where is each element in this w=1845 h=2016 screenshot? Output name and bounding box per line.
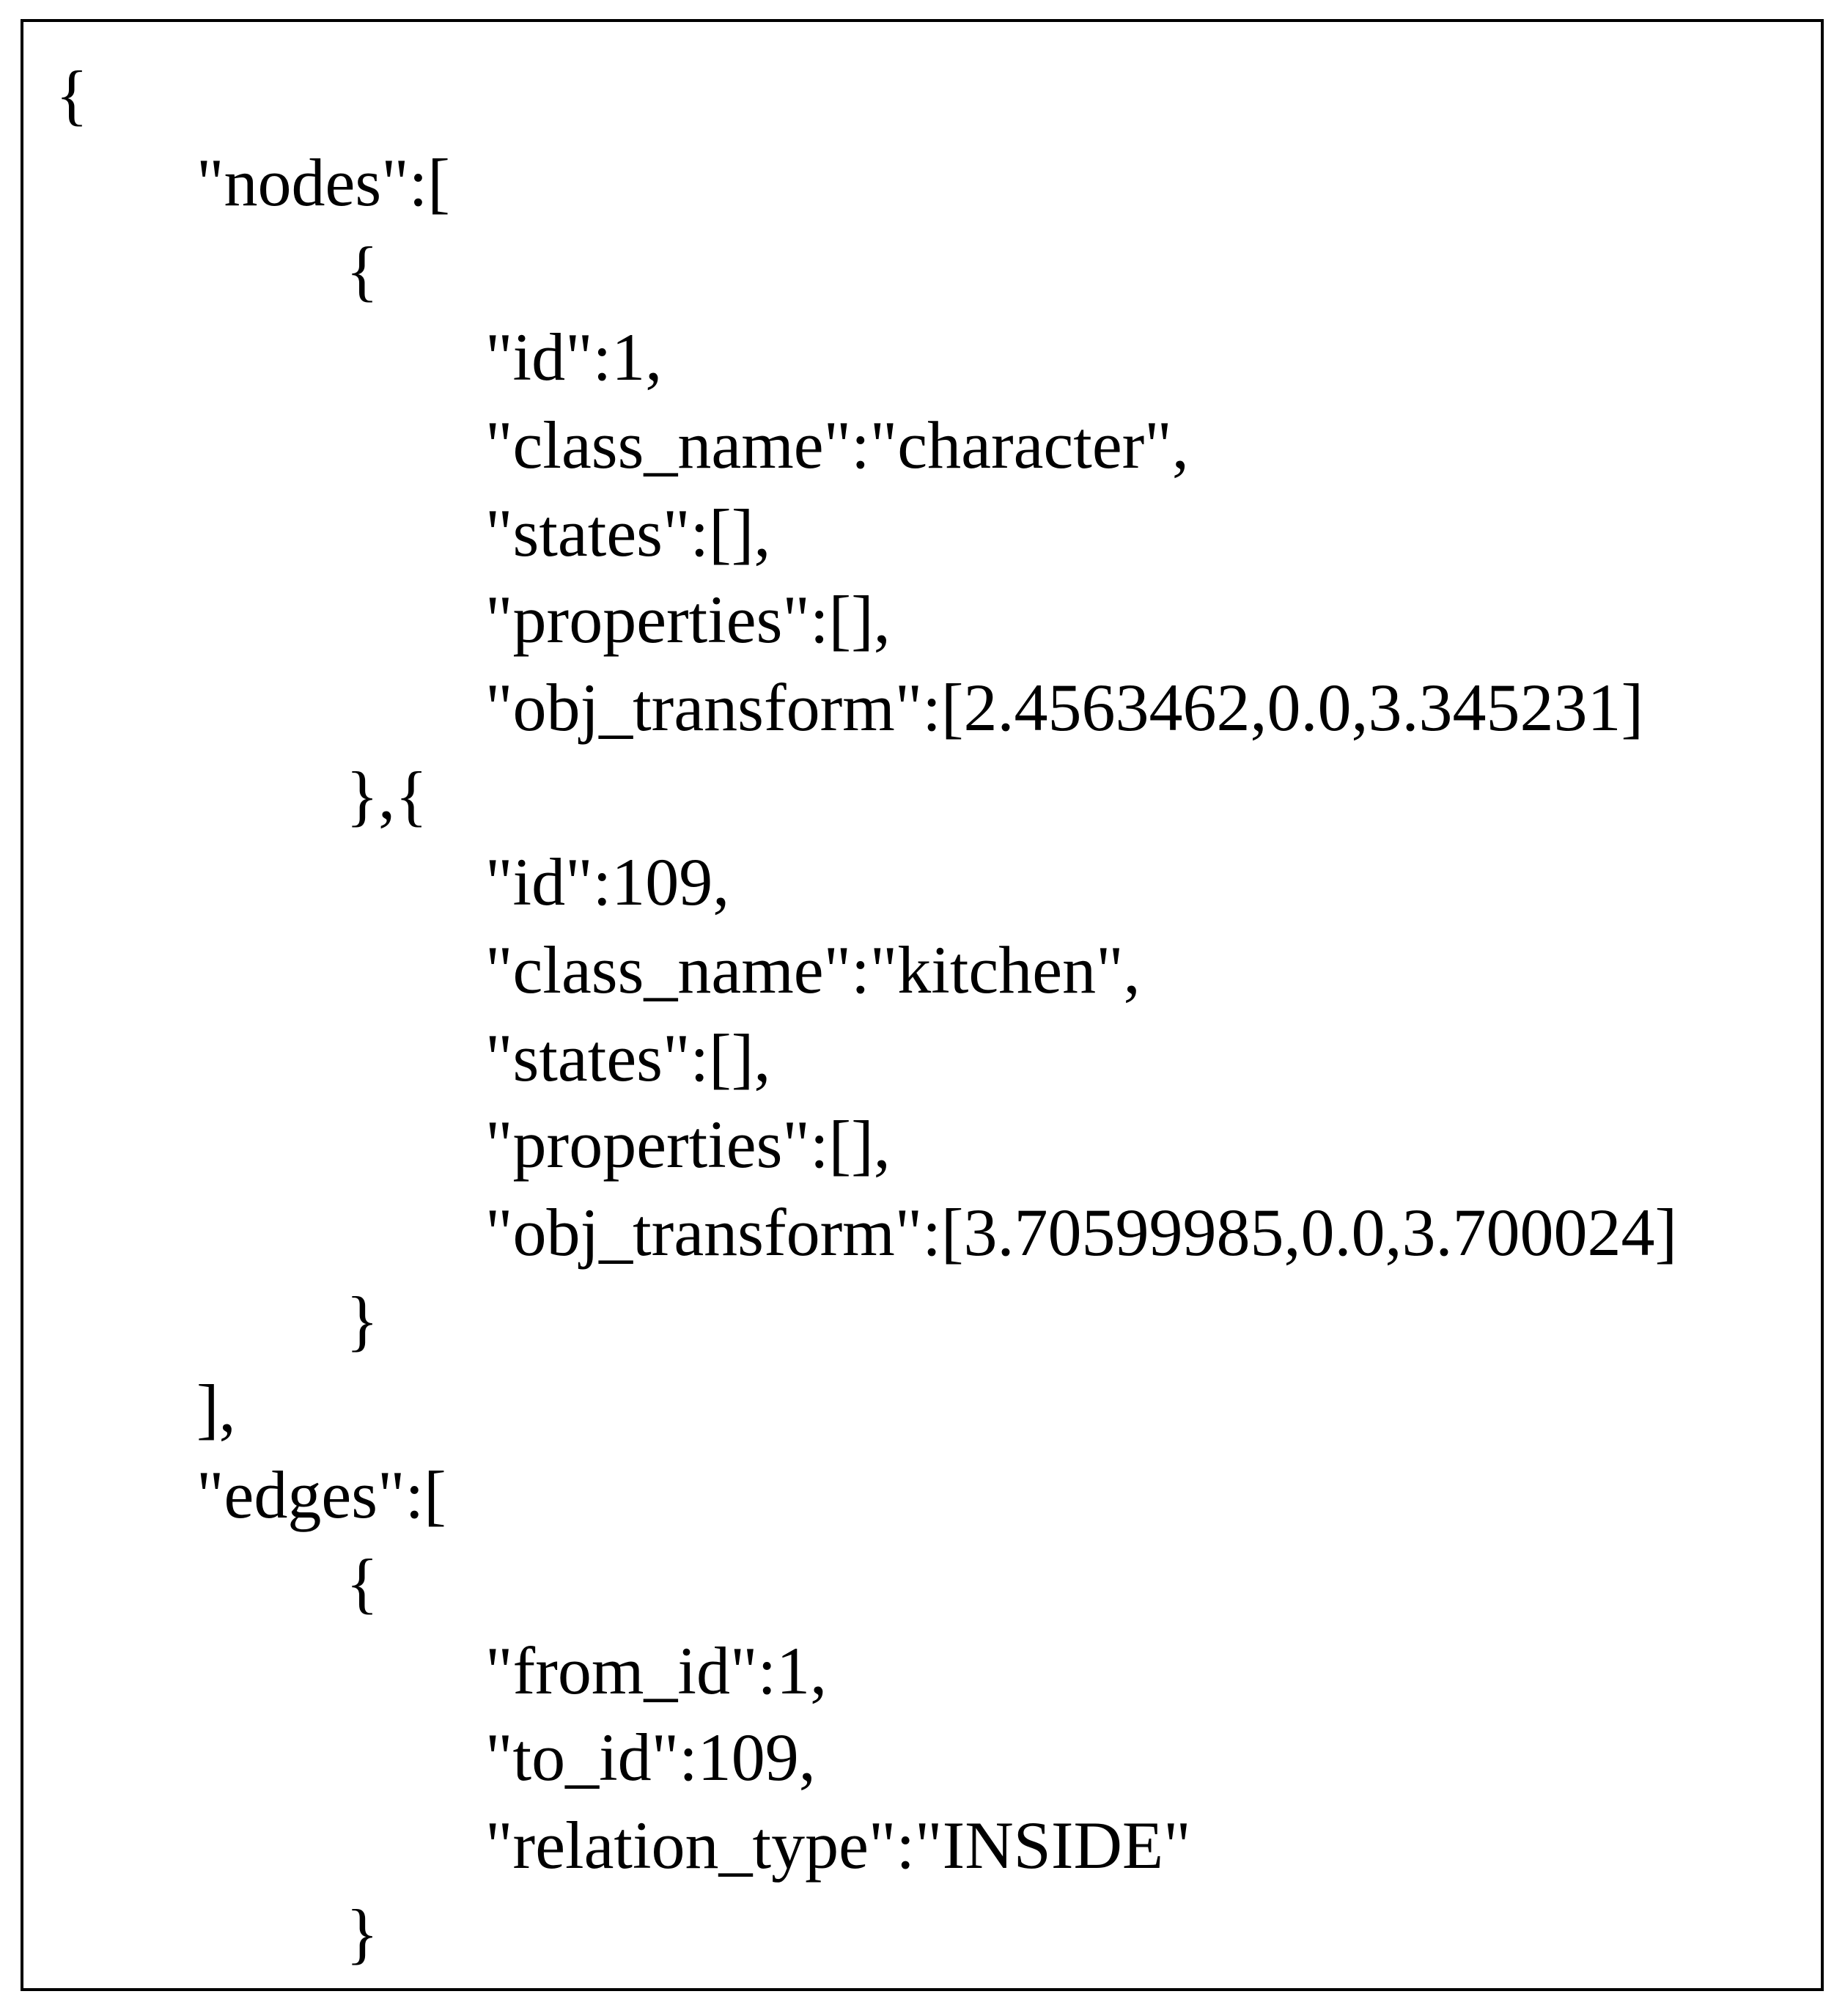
code-line: "states":[], xyxy=(485,1020,771,1095)
code-line: "properties":[], xyxy=(485,1107,891,1182)
code-line: "class_name":"kitchen", xyxy=(485,932,1141,1007)
code-line: "obj_transform":[2.4563462,0.0,3.345231] xyxy=(485,670,1644,745)
code-line: } xyxy=(346,1283,379,1358)
code-line: "id":1, xyxy=(485,320,663,394)
code-line: "from_id":1, xyxy=(485,1633,828,1708)
code-line: },{ xyxy=(346,758,428,833)
code-line: { xyxy=(346,1545,379,1620)
code-frame: { "nodes":[ { "id":1, "class_name":"char… xyxy=(21,19,1824,1991)
code-line: { xyxy=(56,57,89,132)
code-line: "to_id":109, xyxy=(485,1720,816,1795)
code-line: { xyxy=(346,233,379,308)
code-line: "properties":[], xyxy=(485,582,891,657)
code-line: "obj_transform":[3.70599985,0.0,3.700024… xyxy=(485,1195,1678,1270)
code-line: "nodes":[ xyxy=(196,145,450,220)
code-line: "edges":[ xyxy=(196,1457,446,1532)
code-line: "states":[], xyxy=(485,496,771,570)
code-line: ], xyxy=(196,1371,236,1446)
code-line: "id":109, xyxy=(485,845,730,919)
code-line: "relation_type":"INSIDE" xyxy=(485,1808,1191,1883)
code-line: } xyxy=(346,1896,379,1971)
code-line: "class_name":"character", xyxy=(485,408,1189,482)
